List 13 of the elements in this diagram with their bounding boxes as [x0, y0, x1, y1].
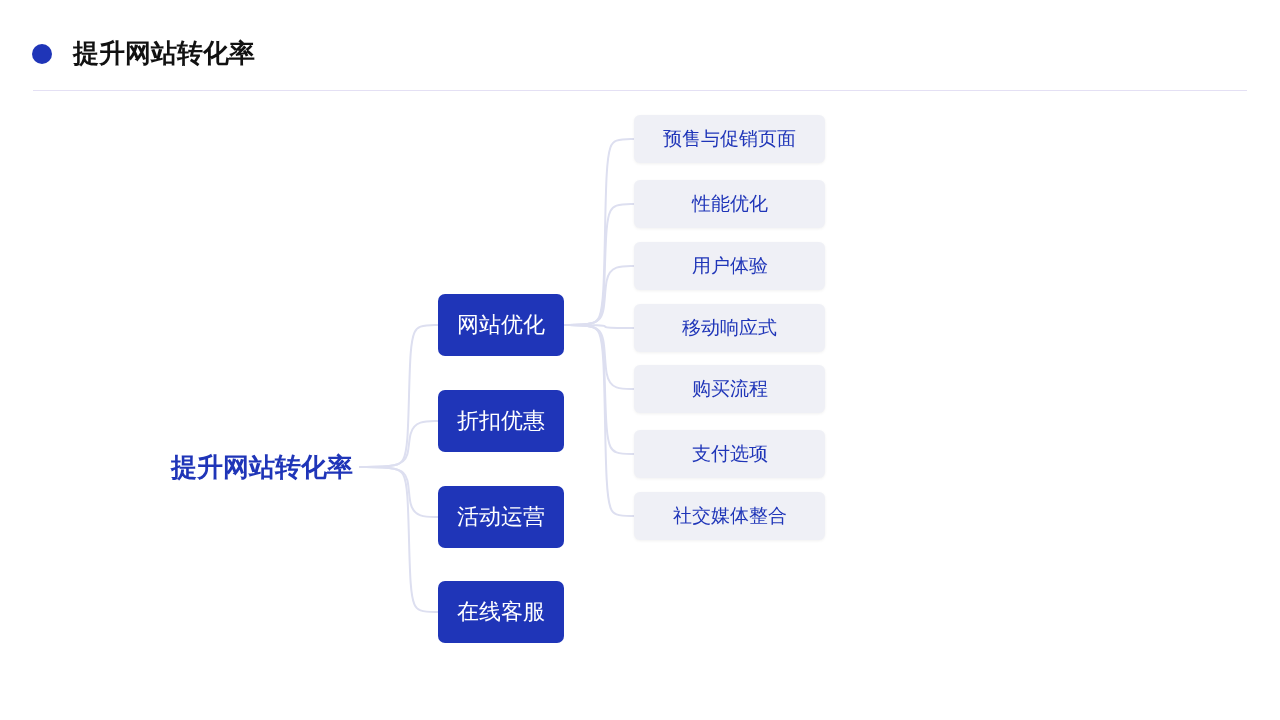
- root-label: 提升网站转化率: [165, 447, 359, 487]
- category-box: 网站优化: [438, 294, 564, 356]
- category-box: 折扣优惠: [438, 390, 564, 452]
- category-box: 在线客服: [438, 581, 564, 643]
- page-title: 提升网站转化率: [73, 37, 255, 70]
- item-box: 用户体验: [634, 242, 825, 290]
- item-box: 性能优化: [634, 180, 825, 228]
- item-box: 支付选项: [634, 430, 825, 478]
- category-box: 活动运营: [438, 486, 564, 548]
- item-box: 移动响应式: [634, 304, 825, 352]
- item-box: 社交媒体整合: [634, 492, 825, 540]
- item-box: 购买流程: [634, 365, 825, 413]
- item-box: 预售与促销页面: [634, 115, 825, 163]
